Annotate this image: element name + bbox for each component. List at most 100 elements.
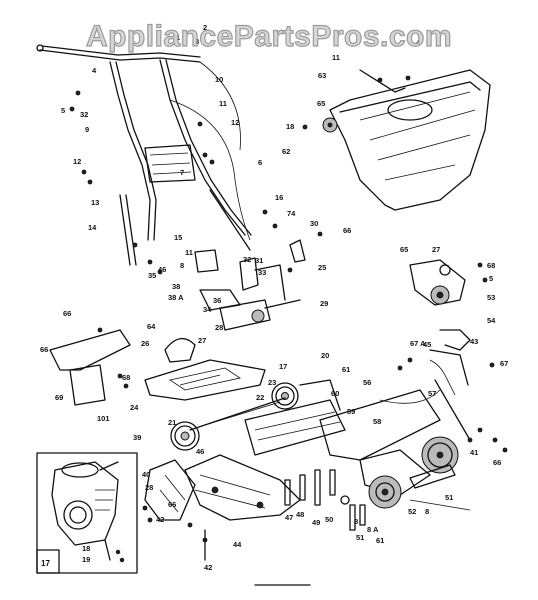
callout-67: 67 [500,359,508,368]
callout-68b: 68 [487,261,495,270]
callout-101: 101 [97,414,110,423]
callout-58: 58 [373,417,381,426]
callout-11b: 11 [185,248,193,257]
callout-15: 15 [174,233,182,242]
callout-59: 59 [347,407,355,416]
callout-67a: 67 A [410,339,426,348]
callout-68a: 68 [122,373,130,382]
callout-23: 23 [268,378,276,387]
callout-49: 49 [312,518,320,527]
callout-54: 54 [487,316,496,325]
callout-32: 32 [80,110,88,119]
grass-catcher [302,69,491,211]
drive-mechanism [319,389,508,511]
callout-36: 36 [213,296,221,305]
callout-65: 65 [400,245,408,254]
callout-69: 69 [55,393,63,402]
callout-50: 50 [325,515,333,524]
callout-66d: 66 [168,500,176,509]
callout-28: 28 [215,323,223,332]
callout-2: 2 [203,23,207,32]
callout-labels: 2 1 3 4 5 32 9 10 11 12 12 6 7 13 14 15 … [40,23,508,572]
callout-5b: 5 [489,274,493,283]
callout-42a: 42 [156,515,164,524]
callout-18b: 18 [82,544,90,553]
callout-4: 4 [92,66,97,75]
drive-lever [397,329,495,443]
callout-35: 35 [148,271,156,280]
callout-53: 53 [487,293,495,302]
callout-30: 30 [310,219,318,228]
callout-64: 64 [147,322,156,331]
callout-57: 57 [428,389,436,398]
callout-28b: 28 [145,483,153,492]
callout-3: 3 [195,37,199,46]
callout-8a: 8 A [367,525,379,534]
callout-11: 11 [219,99,227,108]
callout-19: 19 [82,555,90,564]
callout-42b: 42 [204,563,212,572]
callout-52: 52 [408,507,416,516]
callout-65b: 65 [317,99,325,108]
callout-34: 34 [203,305,212,314]
bolt-set [284,469,366,531]
callout-51: 51 [356,533,364,542]
callout-74: 74 [287,209,296,218]
callout-66b: 66 [63,309,71,318]
callout-17: 17 [279,362,287,371]
callout-48: 48 [296,510,304,519]
callout-39: 39 [133,433,141,442]
callout-12b: 12 [73,157,81,166]
callout-60: 60 [331,389,339,398]
callout-46b: 46 [196,447,204,456]
callout-56: 56 [363,378,371,387]
callout-45: 45 [423,340,431,349]
callout-8b: 8 [354,517,358,526]
callout-12: 12 [231,118,239,127]
callout-61b: 61 [376,536,384,545]
callout-38: 38 [172,282,180,291]
engine-cover [164,338,196,363]
callout-21: 21 [168,418,176,427]
callout-8c: 8 [425,507,429,516]
callout-40: 40 [142,470,150,479]
upper-bracket-parts [194,231,323,331]
handle-assembly [36,44,278,275]
callout-25: 25 [318,263,326,272]
callout-22: 22 [256,393,264,402]
callout-9: 9 [85,125,89,134]
mower-deck [144,359,266,401]
callout-6: 6 [258,158,262,167]
callout-27b: 27 [198,336,206,345]
callout-8: 8 [180,261,184,270]
pulley-assembly [409,259,488,306]
reel-assembly [244,379,346,456]
callout-18: 18 [286,122,294,131]
callout-41: 41 [470,448,478,457]
callout-29: 29 [320,299,328,308]
callout-61: 61 [342,365,350,374]
callout-38a: 38 A [168,293,184,302]
callout-66e: 66 [493,458,501,467]
callout-7: 7 [180,168,184,177]
callout-16: 16 [275,193,283,202]
callout-24: 24 [130,403,139,412]
callout-1: 1 [176,33,180,42]
callout-47: 47 [285,513,293,522]
callout-33: 33 [258,268,266,277]
callout-14: 14 [88,223,97,232]
callout-20: 20 [321,351,329,360]
callout-63: 63 [318,71,326,80]
engine-inset [36,452,138,574]
callout-46: 46 [158,265,166,274]
side-rail [184,454,301,521]
callout-11c: 11 [332,53,340,62]
callout-31: 31 [255,256,263,265]
callout-51b: 51 [445,493,453,502]
callout-66a: 66 [343,226,351,235]
callout-32b: 32 [243,255,251,264]
callout-4b: 4 [416,38,421,47]
callout-26: 26 [141,339,149,348]
